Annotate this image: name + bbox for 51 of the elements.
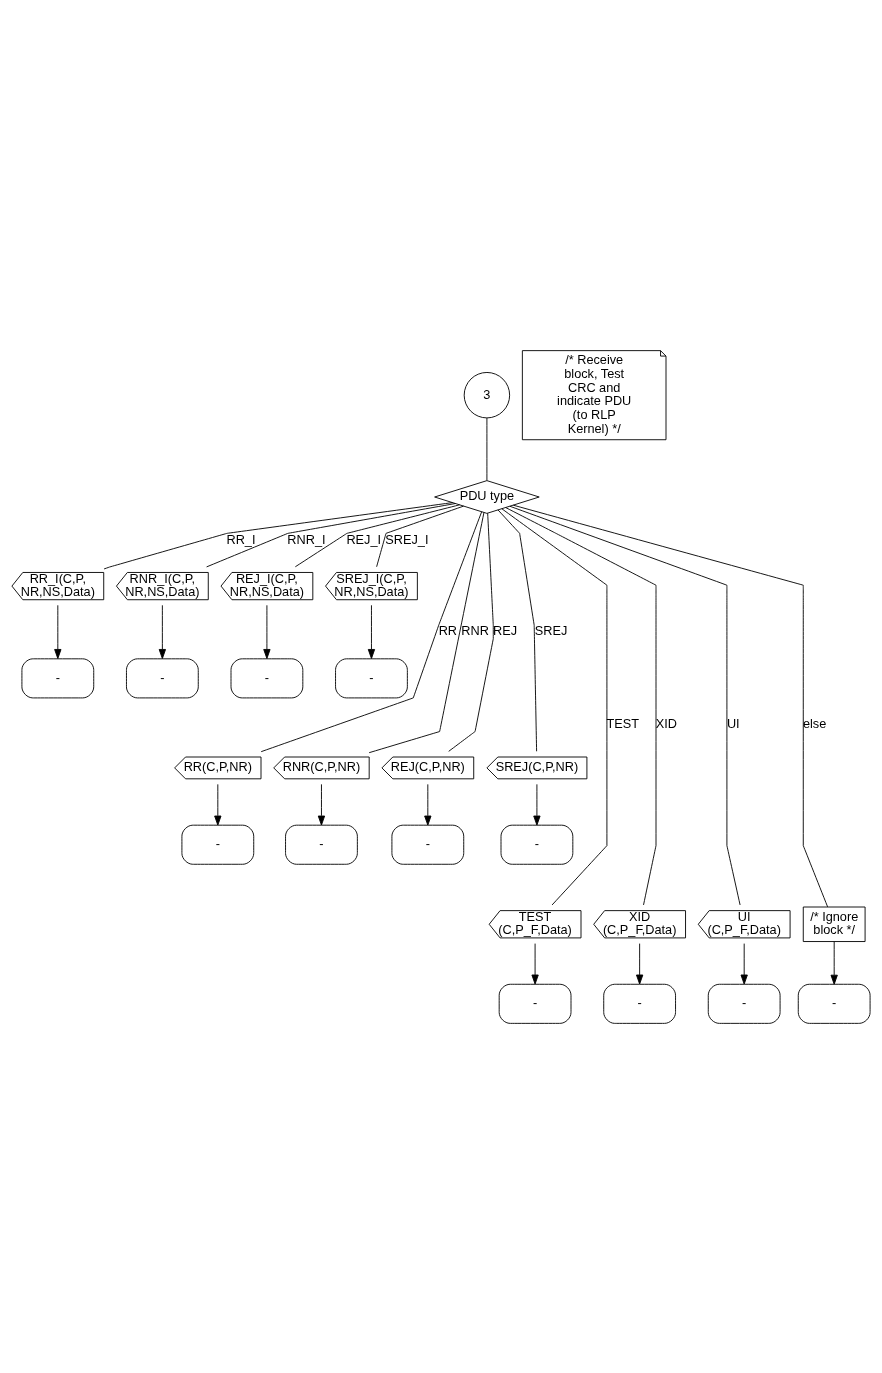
edge-label: REJ_I: [346, 531, 382, 547]
connector: [509, 505, 741, 905]
node-box: -: [335, 657, 408, 698]
node-box: -: [603, 983, 676, 1024]
arrow: [214, 783, 222, 826]
edge-label: RNR: [461, 622, 489, 638]
connector: [376, 505, 464, 567]
node-box: -: [126, 657, 199, 698]
edge-label: XID: [655, 715, 678, 731]
edge-label: REJ: [493, 622, 518, 638]
connector: [486, 417, 488, 481]
node-box: -: [285, 824, 358, 865]
connector: [260, 510, 483, 752]
arrow: [830, 940, 838, 985]
arrow: [158, 604, 166, 659]
node-circle: 3: [463, 371, 511, 418]
edge-label: UI: [726, 715, 740, 731]
node-box: -: [21, 657, 95, 698]
connector: [448, 512, 494, 752]
node-box: -: [500, 824, 574, 865]
node-box: -: [391, 824, 465, 865]
node-box: -: [797, 983, 871, 1024]
edge-label: RR: [438, 622, 458, 638]
node-box: -: [707, 983, 781, 1024]
edge-label: RR_I: [226, 531, 256, 547]
edge-label: SREJ_I: [385, 531, 429, 547]
node-box: -: [498, 983, 572, 1024]
node-box: /* Ignore block */: [802, 906, 866, 942]
connector: [103, 501, 453, 569]
connector: [512, 504, 829, 907]
connector: [501, 507, 608, 905]
arrow: [317, 783, 326, 826]
connector: [294, 503, 461, 567]
connector: [497, 508, 538, 752]
arrow: [531, 942, 539, 985]
edge-label: SREJ: [534, 622, 568, 638]
edge-label: TEST: [606, 715, 640, 731]
arrow: [367, 604, 376, 659]
arrow: [740, 942, 748, 985]
arrow: [424, 783, 432, 826]
connector: [368, 511, 485, 753]
connector: [206, 502, 456, 567]
arrow: [263, 604, 271, 659]
node-diamond: PDU type: [434, 479, 540, 514]
connector: [505, 506, 657, 905]
arrow: [54, 604, 62, 659]
node-box: -: [181, 824, 255, 865]
node-box: -: [230, 657, 304, 698]
arrow: [636, 942, 644, 985]
edge-label: RNR_I: [287, 531, 326, 547]
arrow: [533, 783, 541, 826]
